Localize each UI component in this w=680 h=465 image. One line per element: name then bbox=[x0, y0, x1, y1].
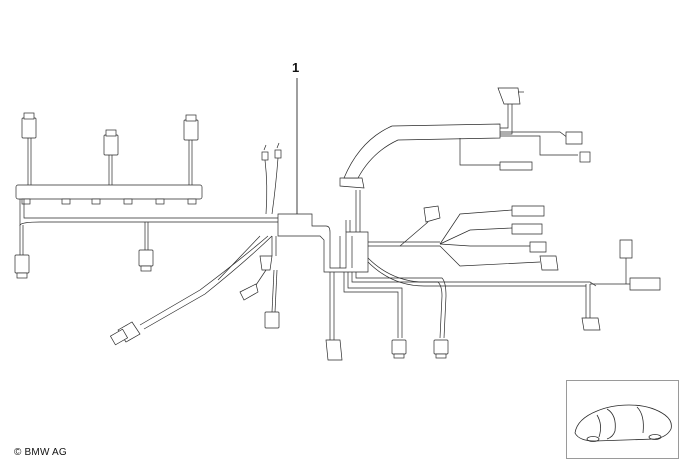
rail-connector-stubs bbox=[21, 198, 197, 205]
callout-number[interactable]: 1 bbox=[292, 60, 300, 75]
lower-left-branch bbox=[109, 235, 280, 346]
right-branches bbox=[367, 205, 661, 331]
car-top-view-icon bbox=[574, 404, 672, 442]
upper-sensor-leads bbox=[261, 142, 282, 215]
vehicle-thumbnail[interactable] bbox=[566, 380, 679, 459]
central-junction-box bbox=[277, 213, 369, 273]
injector-rail-harness bbox=[15, 112, 203, 205]
copyright-notice: © BMW AG bbox=[14, 447, 67, 458]
main-trunk bbox=[14, 199, 280, 279]
lower-center-branches bbox=[325, 272, 449, 361]
upper-right-harness bbox=[339, 87, 591, 232]
